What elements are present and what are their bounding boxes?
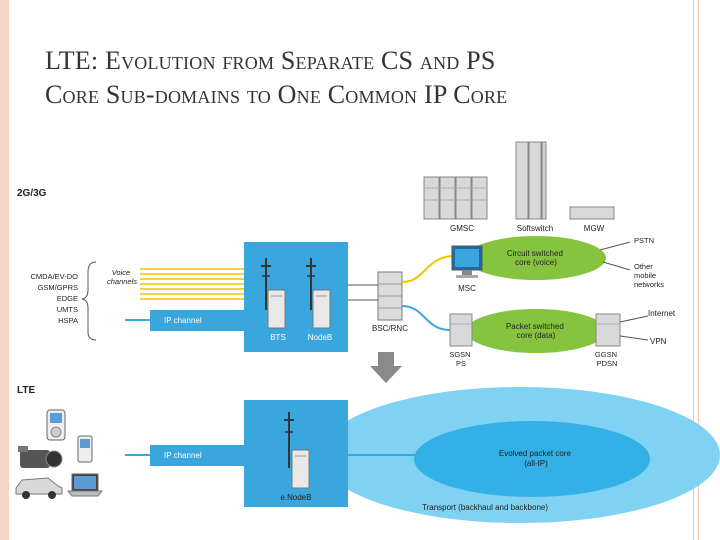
slide-frame-right	[693, 0, 694, 540]
ggsn-label: GGSN PDSN	[595, 350, 619, 368]
pstn-label: PSTN	[634, 236, 654, 245]
link-line	[602, 261, 631, 271]
other-networks-label: Other mobile networks	[634, 262, 664, 289]
section-lte-label: LTE	[17, 385, 35, 396]
evolved-packet-core	[414, 421, 650, 497]
vpn-label: VPN	[650, 337, 667, 346]
bts-label: BTS	[270, 333, 286, 342]
ip-channel-bar-lte	[150, 445, 246, 466]
softswitch-server-icon	[515, 141, 547, 220]
packet-core-label: Packet switched core (data)	[506, 322, 566, 340]
link-line	[619, 315, 649, 323]
data-link-curve	[401, 305, 451, 331]
msc-label: MSC	[458, 284, 476, 293]
mgw-label: MGW	[584, 224, 605, 233]
section-2g3g-label: 2G/3G	[17, 188, 47, 199]
bsc-rnc-label: BSC/RNC	[372, 324, 408, 333]
voice-link-curve	[401, 255, 453, 283]
slide-frame-right-inner	[698, 0, 699, 540]
voice-channels-label: Voice channels	[107, 268, 137, 286]
bracket-icon	[81, 261, 97, 341]
ip-channel-bar	[150, 310, 246, 331]
ggsn-server-icon	[595, 313, 621, 347]
sgsn-server-icon	[449, 313, 473, 347]
enodeb-label: e.NodeB	[280, 493, 311, 502]
nodeb-tower-icon	[306, 258, 331, 329]
slide-frame-left	[0, 0, 9, 540]
evolution-arrow-icon	[370, 352, 402, 383]
car-icon	[15, 477, 63, 499]
voice-channel-lines	[140, 268, 246, 300]
access-tech-item: HSPA	[58, 316, 78, 325]
access-tech-item: GSM/GPRS	[38, 283, 78, 292]
gmsc-server-icon	[423, 176, 488, 220]
nodeb-label: NodeB	[308, 333, 332, 342]
laptop-icon	[66, 473, 104, 497]
mp3-player-icon	[46, 409, 66, 441]
bts-tower-icon	[261, 258, 286, 329]
access-tech-item: UMTS	[57, 305, 78, 314]
circuit-core-label: Circuit switched core (voice)	[507, 249, 565, 267]
bsc-rnc-icon	[377, 271, 403, 321]
evolved-core-label: Evolved packet core (all-IP)	[499, 449, 573, 468]
title-line-1: LTE: Evolution from Separate CS and PS	[45, 46, 496, 75]
link-line	[619, 335, 649, 341]
softswitch-label: Softswitch	[517, 224, 553, 233]
access-tech-list: CMDA/EV-DO GSM/GPRS EDGE UMTS HSPA	[30, 272, 78, 325]
video-camera-icon	[18, 446, 63, 468]
ip-channel-label: IP channel	[164, 316, 202, 325]
msc-monitor-icon	[451, 245, 483, 278]
internet-label: Internet	[648, 309, 676, 318]
circuit-switched-core	[466, 236, 606, 280]
mobile-phone-icon	[77, 435, 93, 463]
access-network-block	[244, 242, 348, 352]
enodeb-tower-icon	[284, 412, 310, 489]
title-line-2: Core Sub-domains to One Common IP Core	[45, 80, 508, 109]
ip-channel-label-lte: IP channel	[164, 451, 202, 460]
transport-label: Transport (backhaul and backbone)	[422, 503, 548, 512]
link-line	[599, 241, 631, 251]
access-tech-item: EDGE	[57, 294, 78, 303]
access-tech-item: CMDA/EV-DO	[30, 272, 78, 281]
slide-title: LTE: Evolution from Separate CS and PS C…	[45, 44, 665, 112]
sgsn-label: SGSN PS	[449, 350, 472, 368]
gmsc-label: GMSC	[450, 224, 474, 233]
mgw-server-icon	[569, 206, 615, 220]
packet-switched-core	[466, 309, 606, 353]
